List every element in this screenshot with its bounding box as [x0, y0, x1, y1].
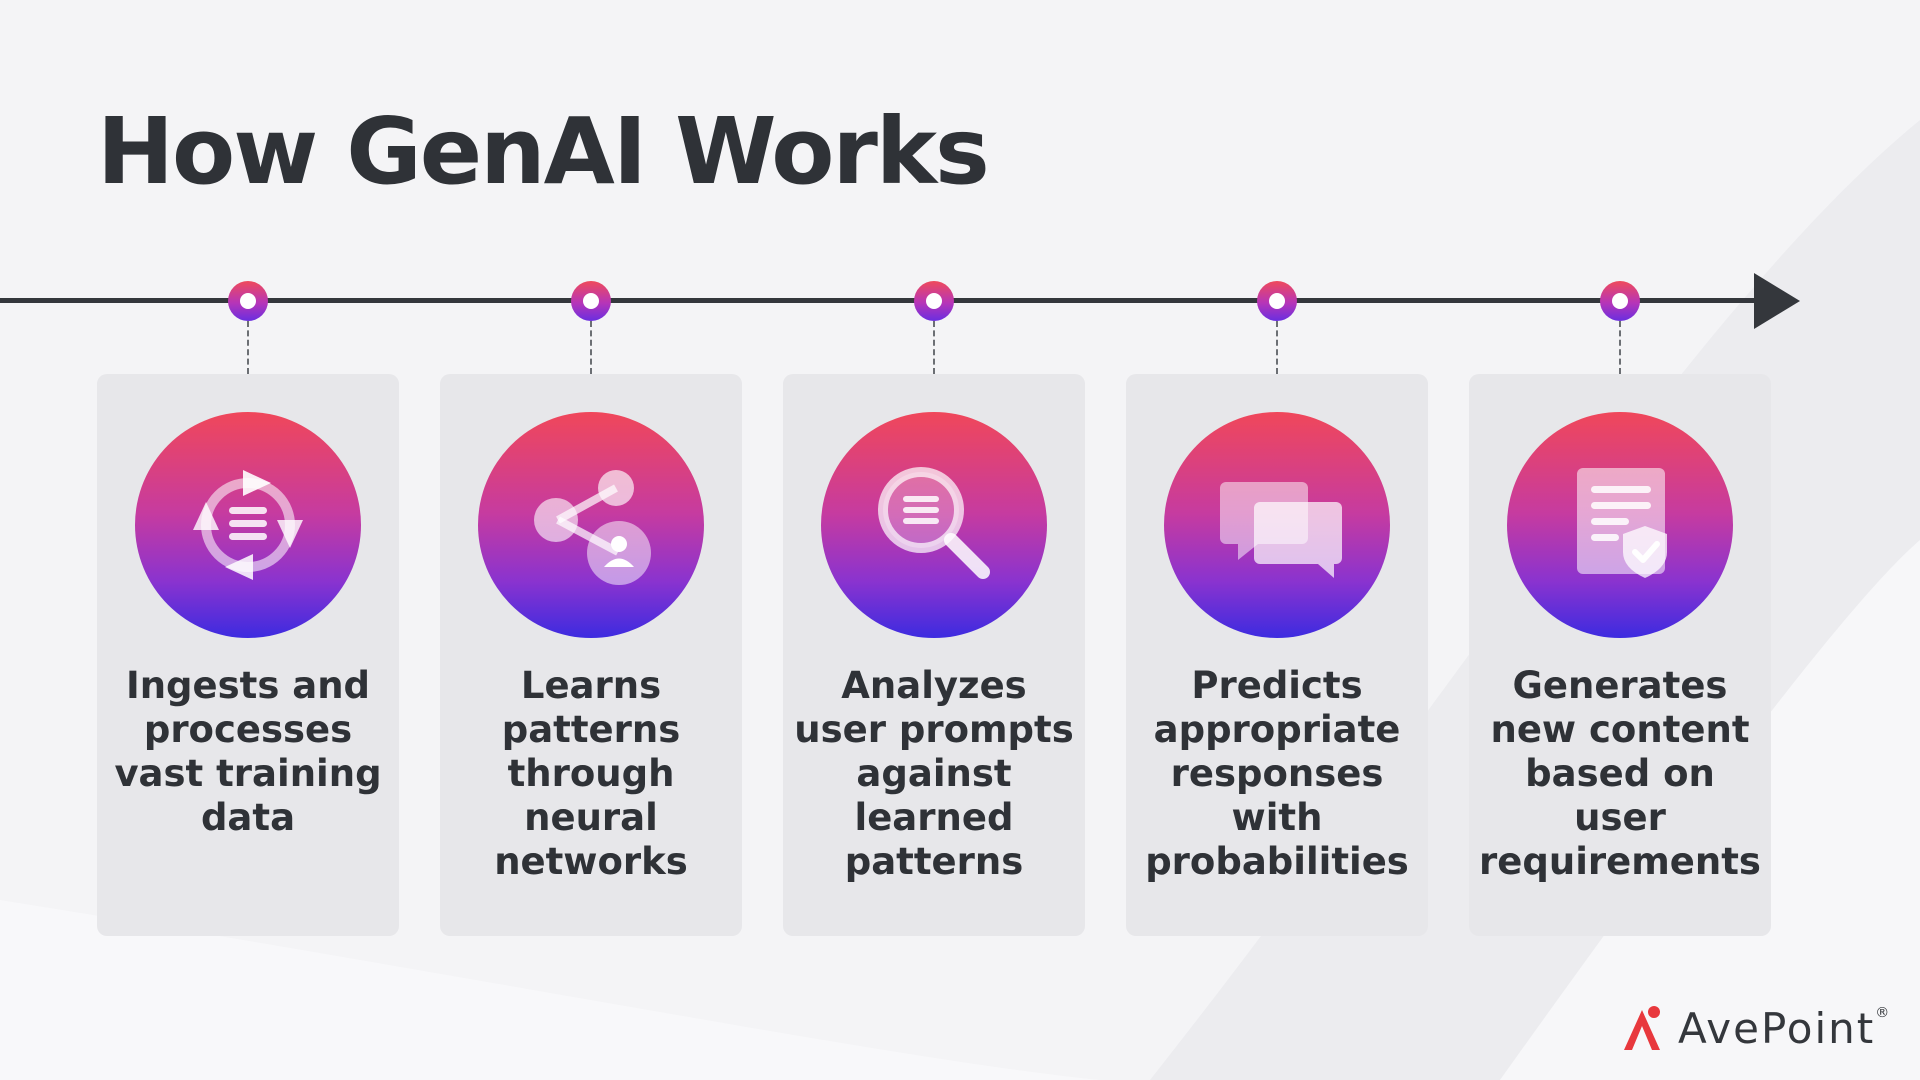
step-text-5: Generates new content based on user requ… [1479, 664, 1761, 883]
step-text-1: Ingests and processes vast training data [114, 664, 382, 839]
chat-bubbles-icon [1220, 482, 1342, 578]
magnifier-search-icon [878, 467, 990, 579]
timeline-line [0, 298, 1760, 303]
document-shield-check-icon [1577, 468, 1667, 578]
step-icon-circle-3 [821, 412, 1047, 638]
step-icon-circle-1 [135, 412, 361, 638]
timeline-marker-4 [1257, 281, 1297, 321]
step-icon-circle-4 [1164, 412, 1390, 638]
timeline-marker-1 [228, 281, 268, 321]
avepoint-logo-icon [1624, 1006, 1660, 1050]
timeline-connector-2 [590, 321, 592, 374]
timeline-marker-5 [1600, 281, 1640, 321]
timeline-connector-5 [1619, 321, 1621, 374]
timeline-connector-3 [933, 321, 935, 374]
timeline-marker-2 [571, 281, 611, 321]
timeline-connector-1 [247, 321, 249, 374]
step-text-4: Predicts appropriate responses with prob… [1145, 664, 1409, 883]
step-card-5: Generates new content based on user requ… [1469, 374, 1771, 936]
step-text-2: Learns patterns through neural networks [494, 664, 688, 883]
timeline-marker-3 [914, 281, 954, 321]
timeline-connector-4 [1276, 321, 1278, 374]
cycle-data-icon [193, 470, 303, 580]
step-icon-circle-2 [478, 412, 704, 638]
avepoint-logo-text: AvePoint [1678, 1003, 1876, 1053]
step-text-3: Analyzes user prompts against learned pa… [794, 664, 1074, 883]
timeline-arrow-head [1754, 273, 1800, 329]
step-card-2: Learns patterns through neural networks [440, 374, 742, 936]
page-title: How GenAI Works [97, 98, 990, 205]
step-card-3: Analyzes user prompts against learned pa… [783, 374, 1085, 936]
neural-share-user-icon [534, 470, 651, 585]
step-card-4: Predicts appropriate responses with prob… [1126, 374, 1428, 936]
avepoint-logo: AvePoint ® [1620, 1003, 1889, 1053]
step-icon-circle-5 [1507, 412, 1733, 638]
avepoint-trademark: ® [1875, 1005, 1890, 1021]
step-card-1: Ingests and processes vast training data [97, 374, 399, 936]
